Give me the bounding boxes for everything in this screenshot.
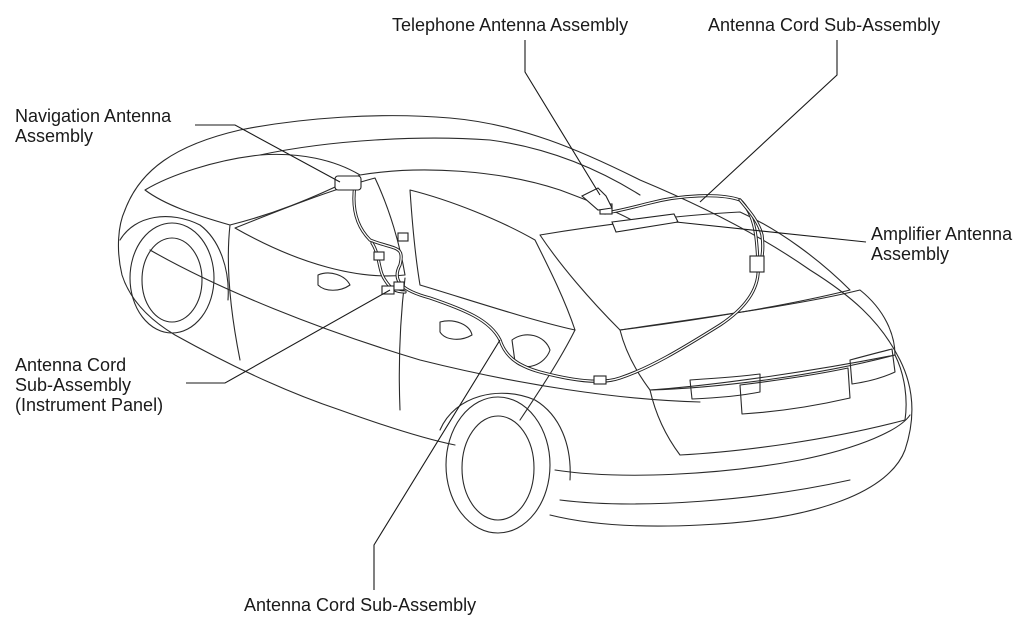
rear-window — [539, 211, 851, 331]
leader-lines — [186, 40, 867, 590]
side-window-rear — [409, 189, 576, 331]
label-navigation-antenna-line2: Assembly — [15, 126, 94, 146]
front-wheel-outer — [129, 222, 215, 334]
car-body-outline — [124, 115, 913, 527]
front-door-handle — [317, 272, 351, 291]
center-pillar — [398, 277, 406, 411]
rear-wheel-inner — [461, 415, 535, 521]
label-navigation-antenna-line1: Navigation Antenna — [15, 106, 172, 126]
label-amplifier-antenna-line1: Amplifier Antenna — [871, 224, 1013, 244]
side-window-front — [234, 177, 406, 277]
label-amplifier-antenna-line2: Assembly — [871, 244, 950, 264]
front-door-line — [227, 224, 241, 361]
leader-telephone — [524, 40, 601, 196]
connector-instrument-4 — [393, 281, 405, 291]
car-illustration — [117, 115, 913, 534]
label-antenna-cord-bottom: Antenna Cord Sub-Assembly — [244, 595, 477, 615]
label-instrument-line3: (Instrument Panel) — [15, 395, 164, 415]
leader-amplifier — [675, 221, 867, 243]
roof-edge — [359, 169, 641, 226]
telephone-antenna-part — [581, 187, 613, 211]
tail-light-left — [689, 373, 761, 400]
tail-light-right — [849, 348, 896, 385]
front-wheel-inner — [141, 237, 203, 323]
amplifier-antenna-part — [611, 213, 679, 233]
cable-amplifier-branch — [738, 198, 765, 267]
front-wheel-arch — [119, 216, 229, 301]
label-instrument-line1: Antenna Cord — [15, 355, 127, 375]
cable-amplifier-branch-inner — [739, 199, 764, 266]
connector-instrument-1 — [373, 251, 385, 261]
body-crease — [149, 249, 701, 403]
label-telephone-antenna: Telephone Antenna Assembly — [392, 15, 629, 35]
connector-instrument-3 — [381, 285, 395, 295]
rear-wheel-outer — [445, 396, 551, 534]
connector-amplifier — [749, 255, 765, 273]
trunk-lid — [619, 289, 896, 391]
leader-instrument-panel — [186, 289, 391, 384]
antenna-cable-routing — [334, 175, 765, 385]
windshield — [144, 153, 361, 226]
car-lower-outline — [117, 209, 456, 446]
license-plate-area — [739, 367, 851, 415]
label-antenna-cord-roof: Antenna Cord Sub-Assembly — [708, 15, 941, 35]
rear-bumper — [554, 414, 911, 505]
navigation-antenna-part — [334, 175, 362, 191]
roof-line — [259, 137, 641, 196]
label-instrument-line2: Sub-Assembly — [15, 375, 132, 395]
leader-antenna-cord-roof — [699, 40, 838, 203]
connector-instrument-2 — [397, 232, 409, 242]
leader-navigation — [195, 124, 341, 183]
label-amplifier-antenna: Amplifier Antenna Assembly — [871, 224, 1012, 264]
rear-panel — [649, 354, 907, 456]
rear-door-handle — [439, 320, 473, 340]
leader-antenna-cord-bottom — [373, 339, 501, 590]
connector-rear — [593, 375, 607, 385]
label-navigation-antenna: Navigation Antenna Assembly — [15, 106, 171, 146]
label-antenna-cord-instrument-panel: Antenna Cord Sub-Assembly (Instrument Pa… — [15, 355, 163, 415]
